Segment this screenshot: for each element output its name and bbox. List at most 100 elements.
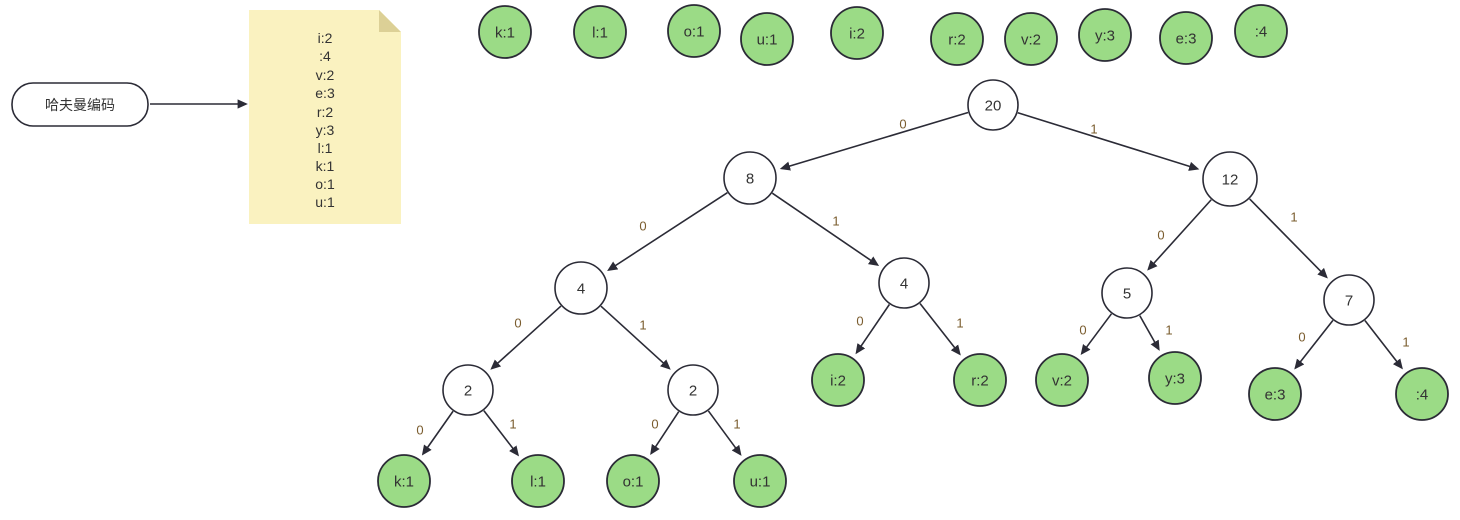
tree-internal-node[interactable]: 8 (723, 151, 777, 205)
tree-edge (421, 410, 454, 456)
tree-edge (779, 111, 969, 171)
tree-edge (1147, 199, 1212, 271)
internal-node-circle (442, 364, 494, 416)
node-label: 4 (900, 276, 908, 293)
note-line: v:2 (316, 67, 335, 83)
node-label: k:1 (394, 474, 414, 491)
edge-bit-label: 0 (856, 314, 863, 329)
tree-internal-node[interactable]: 20 (967, 79, 1019, 131)
frequency-node[interactable]: y:3 (1078, 8, 1132, 62)
note-line: o:1 (315, 176, 335, 192)
note-body (249, 10, 401, 224)
node-label: o:1 (684, 24, 705, 41)
tree-edge (607, 192, 728, 272)
edge-bit-label: 1 (1165, 323, 1172, 338)
tree-internal-node[interactable]: 7 (1323, 274, 1375, 326)
tree-leaf-node[interactable]: l:1 (511, 454, 565, 508)
tree-internal-node[interactable]: 12 (1202, 151, 1258, 207)
internal-node-circle (878, 257, 930, 309)
tree-edge (919, 302, 961, 356)
frequency-node[interactable]: o:1 (667, 4, 721, 58)
start-node-label: 哈夫曼编码 (45, 97, 115, 113)
leaf-node-circle (811, 353, 865, 407)
tree-internal-node[interactable]: 2 (442, 364, 494, 416)
leaf-node-circle (1035, 353, 1089, 407)
leaf-node-circle (1395, 367, 1449, 421)
frequency-node[interactable]: :4 (1234, 4, 1288, 58)
edge-bit-label: 1 (1290, 210, 1297, 225)
tree-edge-group (421, 111, 1403, 457)
leaf-node-circle (953, 353, 1007, 407)
node-label: e:3 (1176, 31, 1197, 48)
node-label: u:1 (757, 32, 778, 49)
tree-edge (1139, 315, 1160, 351)
edge-bit-label: 0 (639, 219, 646, 234)
frequency-node[interactable]: r:2 (930, 12, 984, 66)
tree-leaf-node[interactable]: e:3 (1248, 367, 1302, 421)
start-node[interactable]: 哈夫曼编码 (11, 82, 149, 127)
leaf-node-circle (511, 454, 565, 508)
node-label: v:2 (1052, 373, 1072, 390)
tree-internal-node[interactable]: 4 (878, 257, 930, 309)
internal-node-circle (667, 364, 719, 416)
internal-node-circle (1323, 274, 1375, 326)
note-line: r:2 (317, 104, 334, 120)
frequency-node[interactable]: l:1 (573, 5, 627, 59)
tree-leaf-node[interactable]: v:2 (1035, 353, 1089, 407)
note-folded-corner-icon (379, 10, 401, 32)
edge-bit-label: 1 (509, 417, 516, 432)
frequency-node[interactable]: i:2 (830, 6, 884, 60)
frequency-node[interactable]: k:1 (478, 5, 532, 59)
frequency-node[interactable]: v:2 (1004, 12, 1058, 66)
note-line: u:1 (315, 194, 335, 210)
tree-leaf-node[interactable]: o:1 (606, 454, 660, 508)
leaf-node-circle (478, 5, 532, 59)
leaf-node-circle (1004, 12, 1058, 66)
node-label: 4 (577, 281, 585, 298)
node-label: :4 (1255, 24, 1268, 41)
tree-edge (771, 192, 880, 267)
frequency-node-row: k:1 l:1 o:1 u:1 i:2 r:2 v:2 y:3 e:3 :4 (478, 4, 1288, 66)
node-label: y:3 (1165, 371, 1185, 388)
tree-leaf-node[interactable]: r:2 (953, 353, 1007, 407)
tree-internal-node[interactable]: 4 (554, 261, 608, 315)
internal-node-circle (1101, 267, 1153, 319)
node-label: e:3 (1265, 387, 1286, 404)
edge-bit-label: 0 (514, 316, 521, 331)
internal-node-circle (723, 151, 777, 205)
node-label: 20 (985, 98, 1002, 115)
leaf-node-circle (1234, 4, 1288, 58)
node-label: 7 (1345, 293, 1353, 310)
leaf-node-circle (830, 6, 884, 60)
leaf-node-circle (573, 5, 627, 59)
tree-edge (650, 411, 680, 456)
tree-leaf-node[interactable]: :4 (1395, 367, 1449, 421)
tree-edge (1364, 320, 1403, 370)
note-text-lines: i:2 :4 v:2 e:3 r:2 y:3 l:1 k:1 o:1 u:1 (315, 30, 335, 210)
tree-leaf-node[interactable]: y:3 (1148, 351, 1202, 405)
tree-leaf-node[interactable]: u:1 (733, 454, 787, 508)
tree-node-group: 20 8 12 4 4 5 7 2 2 i:2 r:2 v:2 y:3 e:3 :4 k:1 l:1 o:1 u:1 (377, 79, 1449, 508)
tree-edge (1249, 198, 1328, 279)
node-label: 8 (746, 171, 754, 188)
tree-internal-node[interactable]: 2 (667, 364, 719, 416)
frequency-node[interactable]: e:3 (1159, 11, 1213, 65)
leaf-node-circle (1078, 8, 1132, 62)
edge-bit-label: 1 (1402, 335, 1409, 350)
tree-leaf-node[interactable]: k:1 (377, 454, 431, 508)
node-label: :4 (1416, 387, 1429, 404)
edge-bit-label: 0 (899, 117, 906, 132)
internal-node-circle (967, 79, 1019, 131)
node-label: r:2 (971, 373, 989, 390)
node-label: i:2 (849, 26, 865, 43)
tree-edge (1294, 319, 1334, 370)
tree-leaf-node[interactable]: i:2 (811, 353, 865, 407)
node-label: y:3 (1095, 28, 1115, 45)
frequency-note: i:2 :4 v:2 e:3 r:2 y:3 l:1 k:1 o:1 u:1 (249, 10, 401, 224)
leaf-node-circle (733, 454, 787, 508)
note-line: i:2 (318, 30, 333, 46)
frequency-node[interactable]: u:1 (740, 12, 794, 66)
tree-internal-node[interactable]: 5 (1101, 267, 1153, 319)
tree-edge (707, 410, 742, 456)
